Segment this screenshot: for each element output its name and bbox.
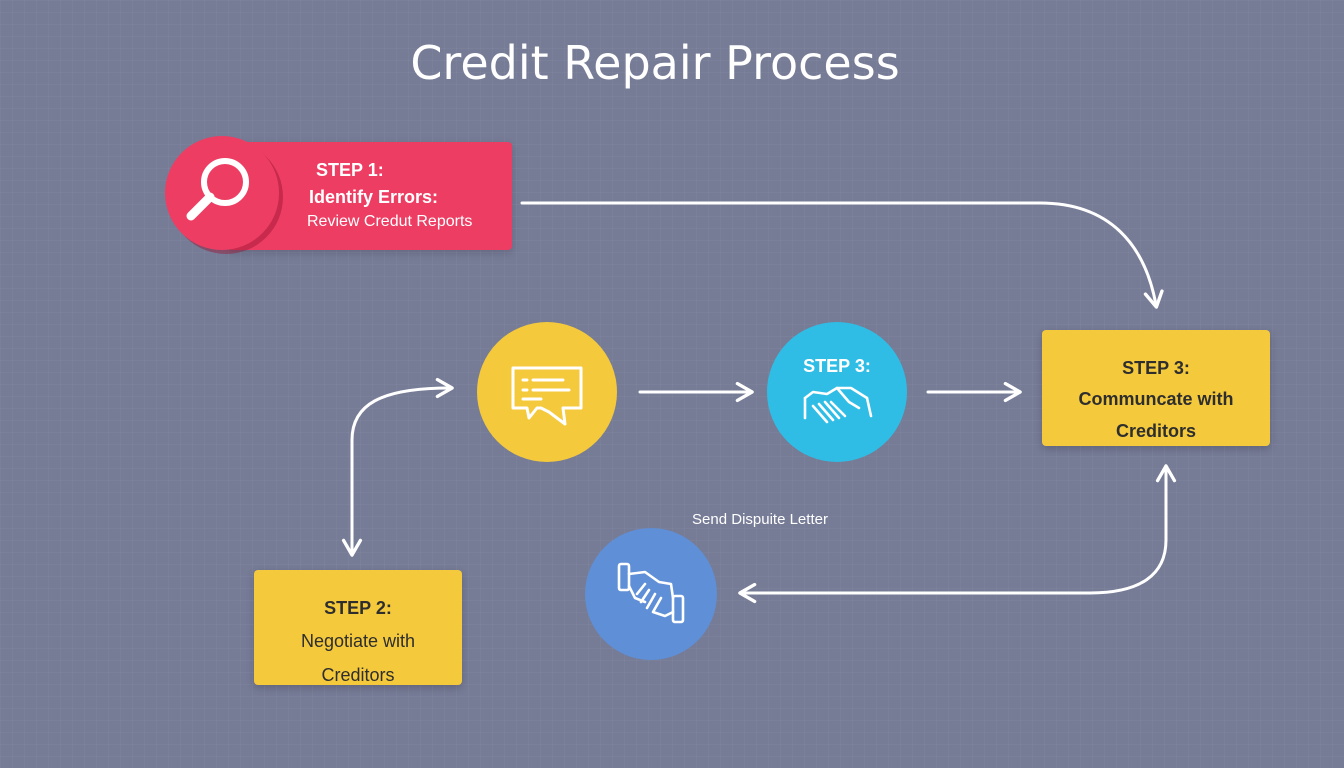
send-dispute-node [585, 528, 717, 660]
page-title: Credit Repair Process [410, 36, 900, 90]
handshake-icon [617, 562, 685, 624]
step3-label: STEP 3: [1122, 358, 1190, 378]
step3-box: STEP 3: Communcate with Creditors [1042, 330, 1270, 446]
step1-icon-circle [165, 136, 279, 250]
arrow-step3-to-send [738, 464, 1177, 604]
step1-heading: Identify Errors: [309, 187, 439, 207]
arrow-step2-to-chat [341, 377, 454, 557]
handshake-node: STEP 3: [767, 322, 907, 462]
step2-text-line2: Creditors [321, 665, 395, 685]
step2-label: STEP 2: [324, 598, 392, 618]
handshake-icon [803, 386, 873, 424]
step1-subtext: Review Credut Reports [307, 213, 473, 230]
magnifier-icon [186, 158, 249, 221]
arrow-step1-to-step3 [520, 201, 1164, 309]
chat-node [477, 322, 617, 462]
step3-text-line2: Creditors [1115, 421, 1196, 441]
handshake-node-label: STEP 3: [803, 356, 871, 376]
step1-text: STEP 1: Identify Errors: Review Credut R… [300, 160, 500, 231]
chat-bubble-icon [511, 366, 583, 426]
step2-text-line1: Negotiate with [300, 631, 416, 651]
step3-text-line1: Communcate with [1078, 389, 1234, 409]
step2-box: STEP 2: Negotiate with Creditors [254, 570, 462, 685]
step1-label: STEP 1: [316, 160, 384, 180]
send-dispute-label: Send Dispuite Letter [692, 511, 828, 528]
